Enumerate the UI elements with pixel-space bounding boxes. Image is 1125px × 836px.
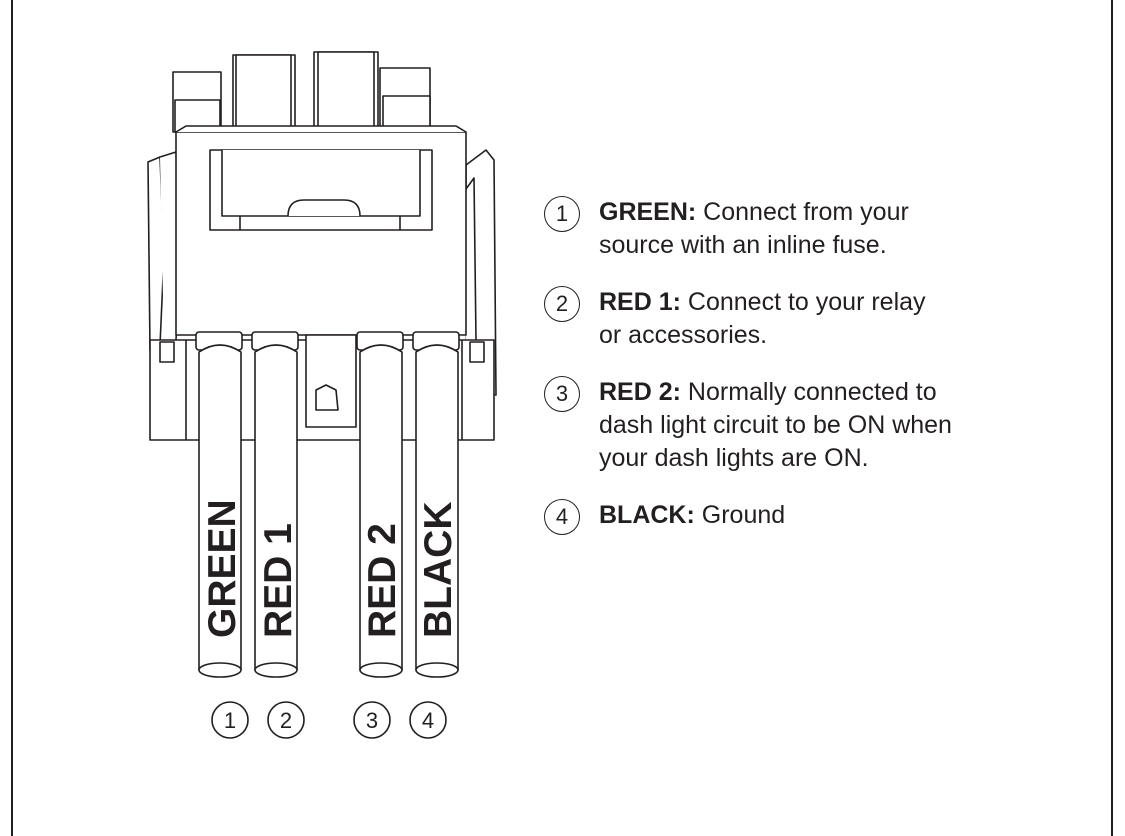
legend-item-4: 4 BLACK: Ground	[544, 499, 1064, 535]
legend-number-badge: 3	[544, 376, 580, 412]
wiring-legend: 1 GREEN: Connect from your source with a…	[544, 196, 1064, 556]
wire-number-1: 1	[224, 708, 236, 733]
wire-1-green	[195, 331, 243, 678]
legend-line: GREEN: Connect from your	[599, 196, 1064, 229]
wire-number-circle-3	[353, 701, 391, 739]
wires	[195, 331, 460, 678]
wire-4-black	[412, 331, 460, 678]
wire-label-4: BLACK	[417, 502, 460, 638]
legend-item-3: 3 RED 2: Normally connected to dash ligh…	[544, 376, 1064, 475]
legend-number-badge: 1	[544, 196, 580, 232]
legend-line-3: your dash lights are ON.	[599, 444, 869, 472]
legend-line: RED 2: Normally connected to	[599, 376, 1064, 409]
wire-number-3: 3	[366, 708, 378, 733]
wire-number-circle-4	[409, 701, 447, 739]
legend-text: Normally connected to	[680, 378, 937, 406]
center-key	[159, 334, 485, 428]
legend-line-2: source with an inline fuse.	[599, 231, 887, 259]
legend-label: RED 1:	[599, 288, 681, 316]
wire-number-2: 2	[280, 708, 292, 733]
legend-number-badge: 4	[544, 499, 580, 535]
wire-label-1: GREEN	[201, 499, 244, 638]
wire-label-3: RED 2	[361, 523, 404, 638]
legend-text: Ground	[694, 501, 786, 529]
wire-label-2: RED 1	[257, 523, 300, 638]
legend-line: RED 1: Connect to your relay	[599, 286, 1064, 319]
wire-number-circle-2	[267, 701, 305, 739]
legend-item-2: 2 RED 1: Connect to your relay or access…	[544, 286, 1064, 352]
legend-label: RED 2:	[599, 378, 681, 406]
legend-item-1: 1 GREEN: Connect from your source with a…	[544, 196, 1064, 262]
wire-3-red2	[356, 331, 404, 678]
legend-number-badge: 2	[544, 286, 580, 322]
wire-number-circle-1	[211, 701, 249, 739]
legend-text: Connect from your	[696, 198, 909, 226]
wire-number-4: 4	[422, 708, 434, 733]
legend-line: BLACK: Ground	[599, 499, 1064, 532]
legend-text: Connect to your relay	[680, 288, 926, 316]
legend-label: GREEN:	[599, 198, 697, 226]
wire-2-red1	[251, 331, 299, 678]
frame-left-border	[11, 0, 13, 836]
frame-right-border	[1111, 0, 1113, 836]
latch	[209, 149, 433, 231]
legend-label: BLACK:	[599, 501, 695, 529]
legend-line-2: or accessories.	[599, 321, 768, 349]
legend-line-2: dash light circuit to be ON when	[599, 411, 952, 439]
